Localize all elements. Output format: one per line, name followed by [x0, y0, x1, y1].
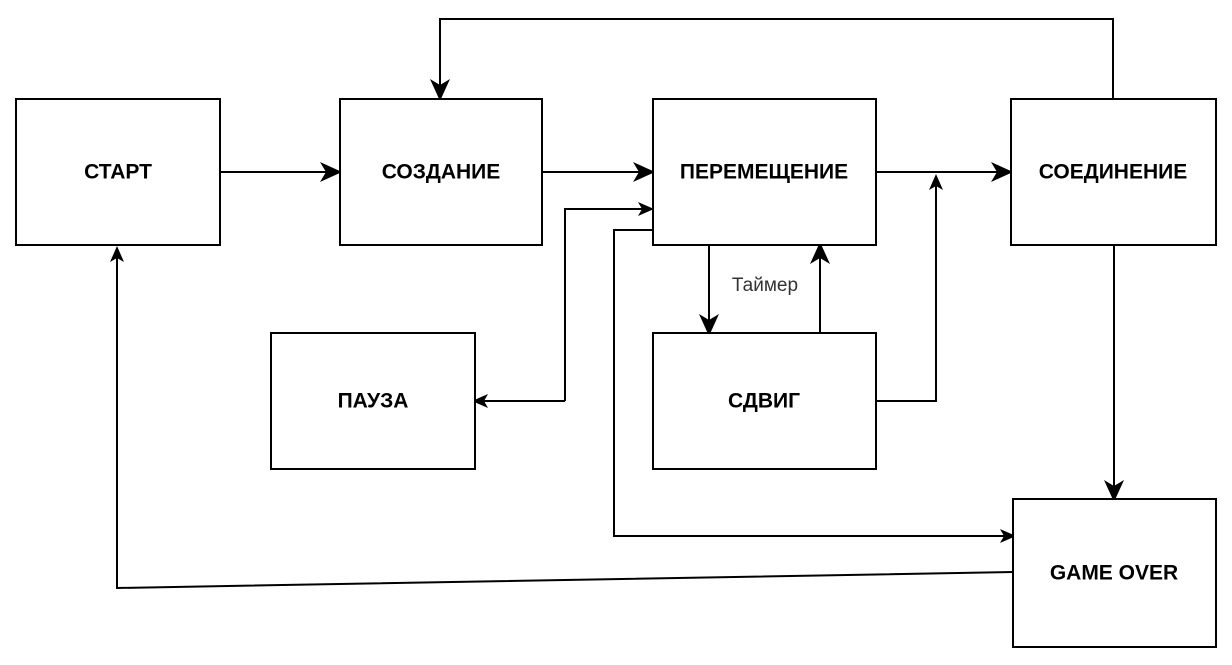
edge-shift-to-join: [876, 174, 943, 402]
node-create-label: СОЗДАНИЕ: [382, 161, 501, 184]
node-shift: СДВИГ: [652, 332, 877, 470]
edges: [110, 18, 1124, 590]
edge-label-timer: Таймер: [722, 270, 808, 298]
node-join-label: СОЕДИНЕНИЕ: [1039, 161, 1187, 184]
node-gameover: GAME OVER: [1012, 498, 1217, 648]
node-gameover-label: GAME OVER: [1050, 562, 1178, 585]
node-move: ПЕРЕМЕЩЕНИЕ: [652, 98, 877, 246]
edge-gameover-to-start: [110, 246, 1014, 590]
node-start-label: СТАРТ: [84, 161, 152, 184]
edge-join-to-create: [430, 18, 1114, 101]
node-shift-label: СДВИГ: [728, 390, 800, 413]
edge-pause-to-move: [564, 202, 654, 401]
node-join: СОЕДИНЕНИЕ: [1010, 98, 1217, 246]
timer-label: Таймер: [732, 275, 798, 296]
node-pause-label: ПАУЗА: [338, 390, 409, 413]
node-create: СОЗДАНИЕ: [339, 98, 543, 246]
edge-move-to-gameover: [613, 229, 1016, 543]
node-move-label: ПЕРЕМЕЩЕНИЕ: [680, 161, 848, 184]
node-start: СТАРТ: [15, 98, 221, 246]
node-pause: ПАУЗА: [270, 332, 476, 470]
